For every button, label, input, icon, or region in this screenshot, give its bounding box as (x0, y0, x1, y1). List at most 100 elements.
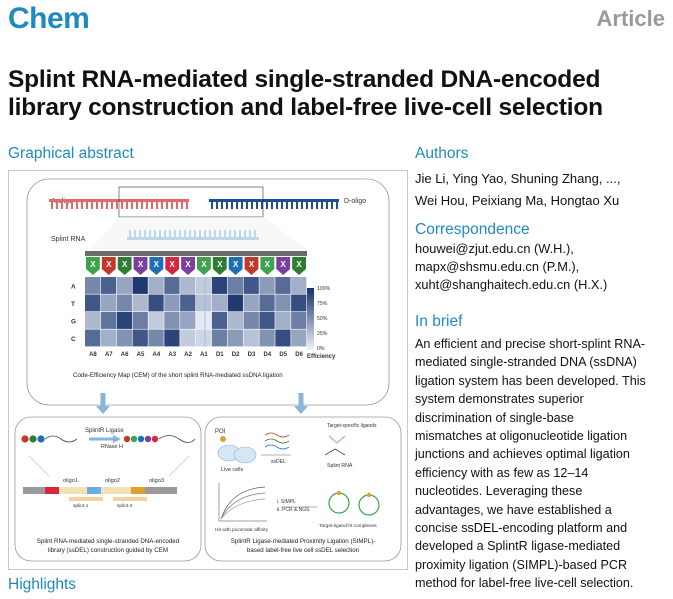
heatmap (85, 277, 307, 347)
d-oligo-tooth (251, 202, 253, 209)
article-title: Splint RNA-mediated single-stranded DNA-… (8, 66, 668, 122)
row-label-G: G (71, 318, 76, 325)
d-oligo-tooth (281, 202, 283, 209)
brief-line: discrimination of single-base (415, 410, 574, 425)
heat-cell-C-A5 (132, 329, 148, 347)
base-mark-label: X (201, 260, 207, 269)
base-mark-A2 (181, 257, 195, 275)
base-mark-D4 (260, 257, 275, 275)
cem-caption: Code-Efficiency Map (CEM) of the short s… (73, 372, 283, 379)
authors-line-1: Jie Li, Ying Yao, Shuning Zhang, ..., (415, 171, 621, 186)
a-oligo-tooth (126, 202, 128, 209)
heat-cell-G-D5 (275, 312, 291, 329)
a-oligo-tooth (91, 202, 93, 209)
row-label-A: A (71, 283, 76, 290)
d-oligo-tooth (286, 202, 288, 209)
a-oligo-tooth (186, 202, 188, 209)
efficiency-legend-bar (307, 288, 314, 350)
heat-cell-C-A8 (85, 329, 101, 347)
a-oligo-tooth (106, 202, 108, 209)
base-mark-label: X (90, 260, 96, 269)
curve-3 (220, 498, 266, 520)
base-mark-label: X (265, 260, 271, 269)
heat-cell-A-D4 (259, 277, 275, 294)
splint-2-bar (113, 497, 147, 501)
splint-rna-label: Splint RNA (51, 236, 86, 243)
brief-line: An efficient and precise short-splint RN… (415, 337, 646, 351)
efficiency-legend-ticks: 100%75%50%25%0% (317, 286, 331, 352)
a-oligo-tooth (131, 202, 133, 209)
authors-list: Jie Li, Ying Yao, Shuning Zhang, ..., We… (415, 168, 671, 212)
heat-cell-G-A3 (164, 312, 180, 329)
heat-cell-A-A8 (85, 277, 101, 294)
a-oligo-tooth (66, 202, 68, 209)
email-2[interactable]: mapx@shsmu.edu.cn (P.M.), (415, 259, 580, 274)
step-1-label: i. SIMPL (277, 499, 296, 505)
heat-cell-C-D2 (227, 329, 243, 347)
d-oligo-tooth (221, 202, 223, 209)
complex-1-ligand (336, 490, 342, 496)
heat-cell-C-D3 (243, 329, 259, 347)
simpl-caption-2: based label-free live cell ssDEL selecti… (247, 547, 360, 554)
splint-2-label: splint-2 (117, 503, 133, 509)
heat-cell-A-D6 (291, 277, 307, 294)
ligase-label: SplintR Ligase (85, 428, 124, 434)
heat-cell-G-A6 (116, 312, 132, 329)
heat-cell-G-A8 (85, 312, 101, 329)
heat-cell-G-D4 (259, 312, 275, 329)
efficiency-legend-title: Efficiency (307, 354, 336, 360)
bead-5 (151, 435, 159, 443)
brief-line: efficiency with as few as 12–14 (415, 465, 589, 480)
heat-cell-A-A5 (132, 277, 148, 294)
a-oligo-tooth (56, 202, 58, 209)
col-label-A2: A2 (184, 352, 192, 358)
heat-cell-A-A2 (180, 277, 196, 294)
a-oligo-tooth (176, 202, 178, 209)
base-mark-label: X (106, 260, 112, 269)
a-oligo-tooth (81, 202, 83, 209)
col-label-A1: A1 (200, 352, 208, 358)
row-label-T: T (71, 301, 75, 308)
d-oligo-backbone (209, 199, 339, 202)
heat-cell-T-D3 (243, 294, 259, 312)
step-2-label: ii. PCR & NGS (277, 507, 310, 513)
base-mark-label: X (249, 260, 255, 269)
journal-logo: Chem (8, 2, 90, 35)
correspondence-list: houwei@zjut.edu.cn (W.H.), mapx@shsmu.ed… (415, 240, 671, 294)
email-3[interactable]: xuht@shanghaitech.edu.cn (H.X.) (415, 277, 608, 292)
encoding-strip (23, 487, 177, 501)
heat-cell-A-A3 (164, 277, 180, 294)
strip-seg-5 (101, 487, 131, 494)
legend-tick-label: 100% (317, 286, 331, 292)
heat-cell-T-D4 (259, 294, 275, 312)
heat-cell-C-D1 (211, 329, 228, 347)
oligo1-label: oligo1 (63, 478, 78, 484)
oligo2-label: oligo2 (105, 478, 120, 484)
col-label-D3: D3 (248, 352, 256, 358)
base-mark-A7 (101, 257, 116, 275)
heat-cell-A-D5 (275, 277, 291, 294)
heat-cell-A-D1 (211, 277, 228, 294)
d-oligo-tooth (261, 202, 263, 209)
col-label-A7: A7 (105, 352, 113, 358)
article-type: Article (596, 6, 665, 31)
junction-bar (85, 251, 307, 256)
ligand-shape (328, 435, 346, 444)
a-oligo-tooth (146, 202, 148, 209)
d-oligo-tooth (246, 202, 248, 209)
d-oligo-tooth (316, 202, 318, 209)
authors-line-2: Wei Hou, Peixiang Ma, Hongtao Xu (415, 193, 620, 208)
graphical-abstract-figure: A-oligo D-oligo Splint RNA XXXXXXXXXXXXX… (8, 170, 408, 570)
col-label-D2: D2 (232, 352, 240, 358)
live-cells-label: Live cells (221, 467, 243, 473)
bead-green (29, 435, 37, 443)
base-mark-A1 (197, 257, 211, 275)
strip-seg-2 (45, 487, 59, 494)
email-1[interactable]: houwei@zjut.edu.cn (W.H.), (415, 241, 574, 256)
base-mark-label: X (138, 260, 144, 269)
d-oligo-tooth (231, 202, 233, 209)
heat-cell-G-D2 (227, 312, 243, 329)
heat-cell-G-D3 (243, 312, 259, 329)
a-oligo-tooth (171, 202, 173, 209)
